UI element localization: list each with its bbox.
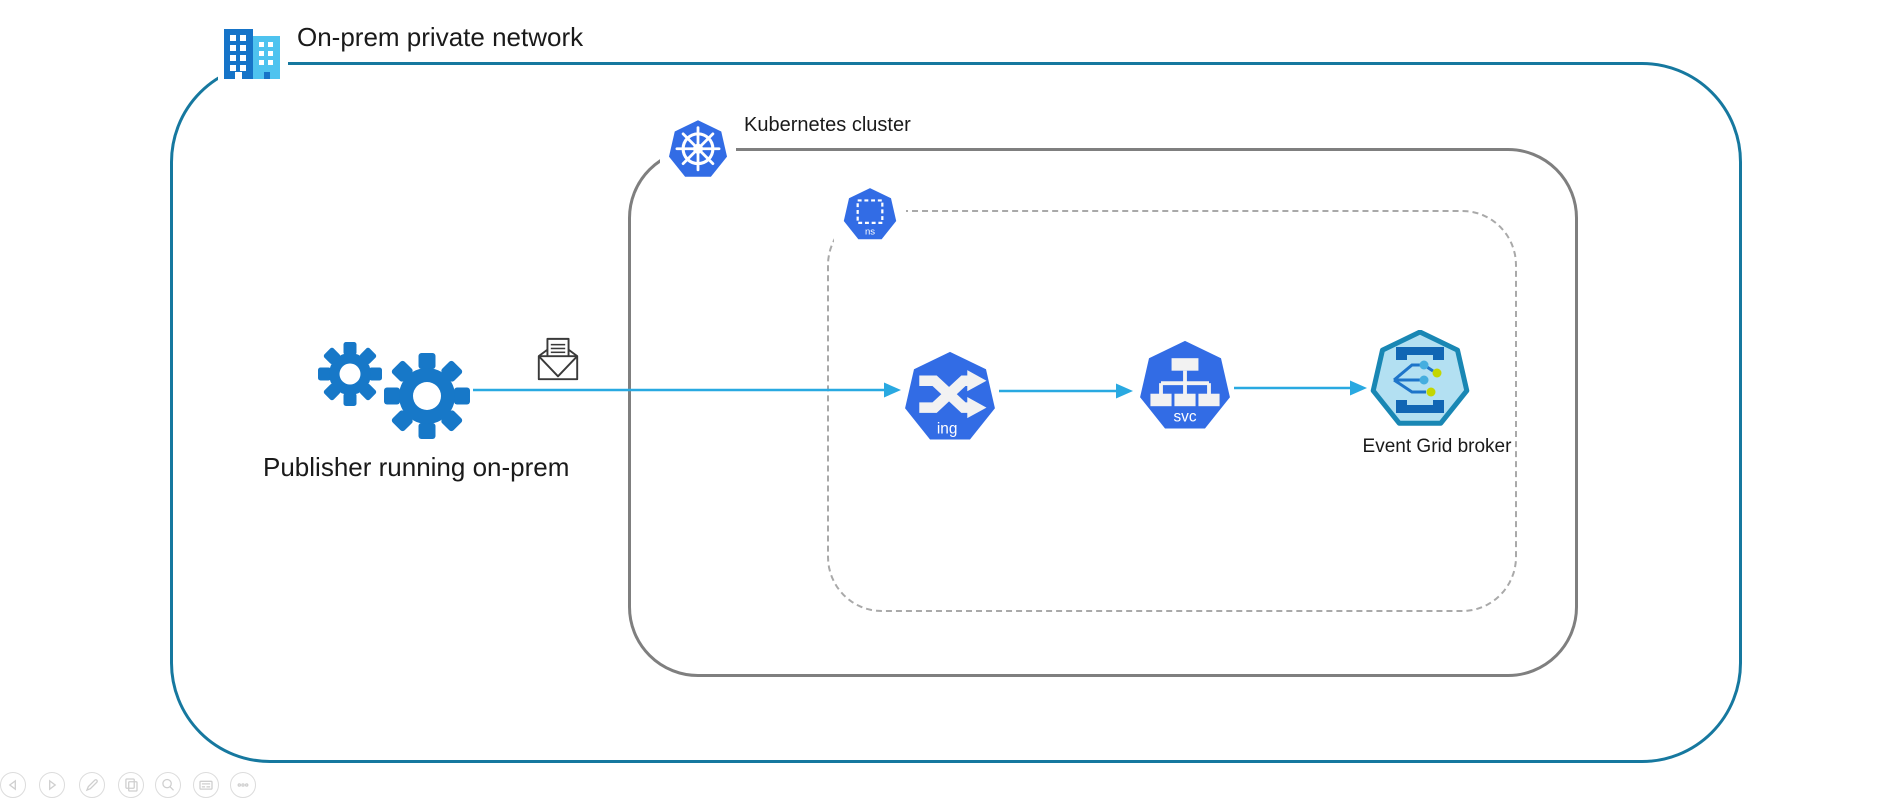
chevron-left-icon <box>8 779 16 791</box>
viewer-toolbar <box>0 772 260 798</box>
chevron-right-icon <box>49 779 57 791</box>
building-icon <box>218 24 288 86</box>
service-badge: svc <box>1173 409 1196 426</box>
zoom-button[interactable] <box>155 772 181 798</box>
gears-icon <box>308 334 478 444</box>
ingress-icon: ing <box>902 350 998 451</box>
namespace-badge: ns <box>865 227 875 238</box>
previous-button[interactable] <box>0 772 26 798</box>
envelope-icon <box>534 336 582 389</box>
kubernetes-cluster-boundary <box>628 148 1578 677</box>
event-grid-broker-label: Event Grid broker <box>1362 436 1512 457</box>
kubernetes-cluster-label: Kubernetes cluster <box>744 114 911 136</box>
keyboard-button[interactable] <box>193 772 219 798</box>
magnifier-icon <box>162 778 175 791</box>
pencil-icon <box>85 779 98 792</box>
ellipsis-icon <box>237 783 249 787</box>
copy-icon <box>125 778 138 792</box>
service-icon: svc <box>1137 339 1233 440</box>
on-prem-network-boundary <box>170 62 1742 763</box>
namespace-boundary <box>827 210 1517 612</box>
event-grid-icon <box>1370 329 1470 435</box>
publisher-label: Publisher running on-prem <box>263 452 570 482</box>
kubernetes-icon <box>660 112 736 188</box>
copy-button[interactable] <box>118 772 144 798</box>
edit-button[interactable] <box>79 772 105 798</box>
more-button[interactable] <box>230 772 256 798</box>
namespace-icon: ns <box>834 179 906 251</box>
next-button[interactable] <box>39 772 65 798</box>
keyboard-icon <box>199 780 213 790</box>
ingress-badge: ing <box>937 421 958 438</box>
on-prem-network-label: On-prem private network <box>297 22 584 52</box>
